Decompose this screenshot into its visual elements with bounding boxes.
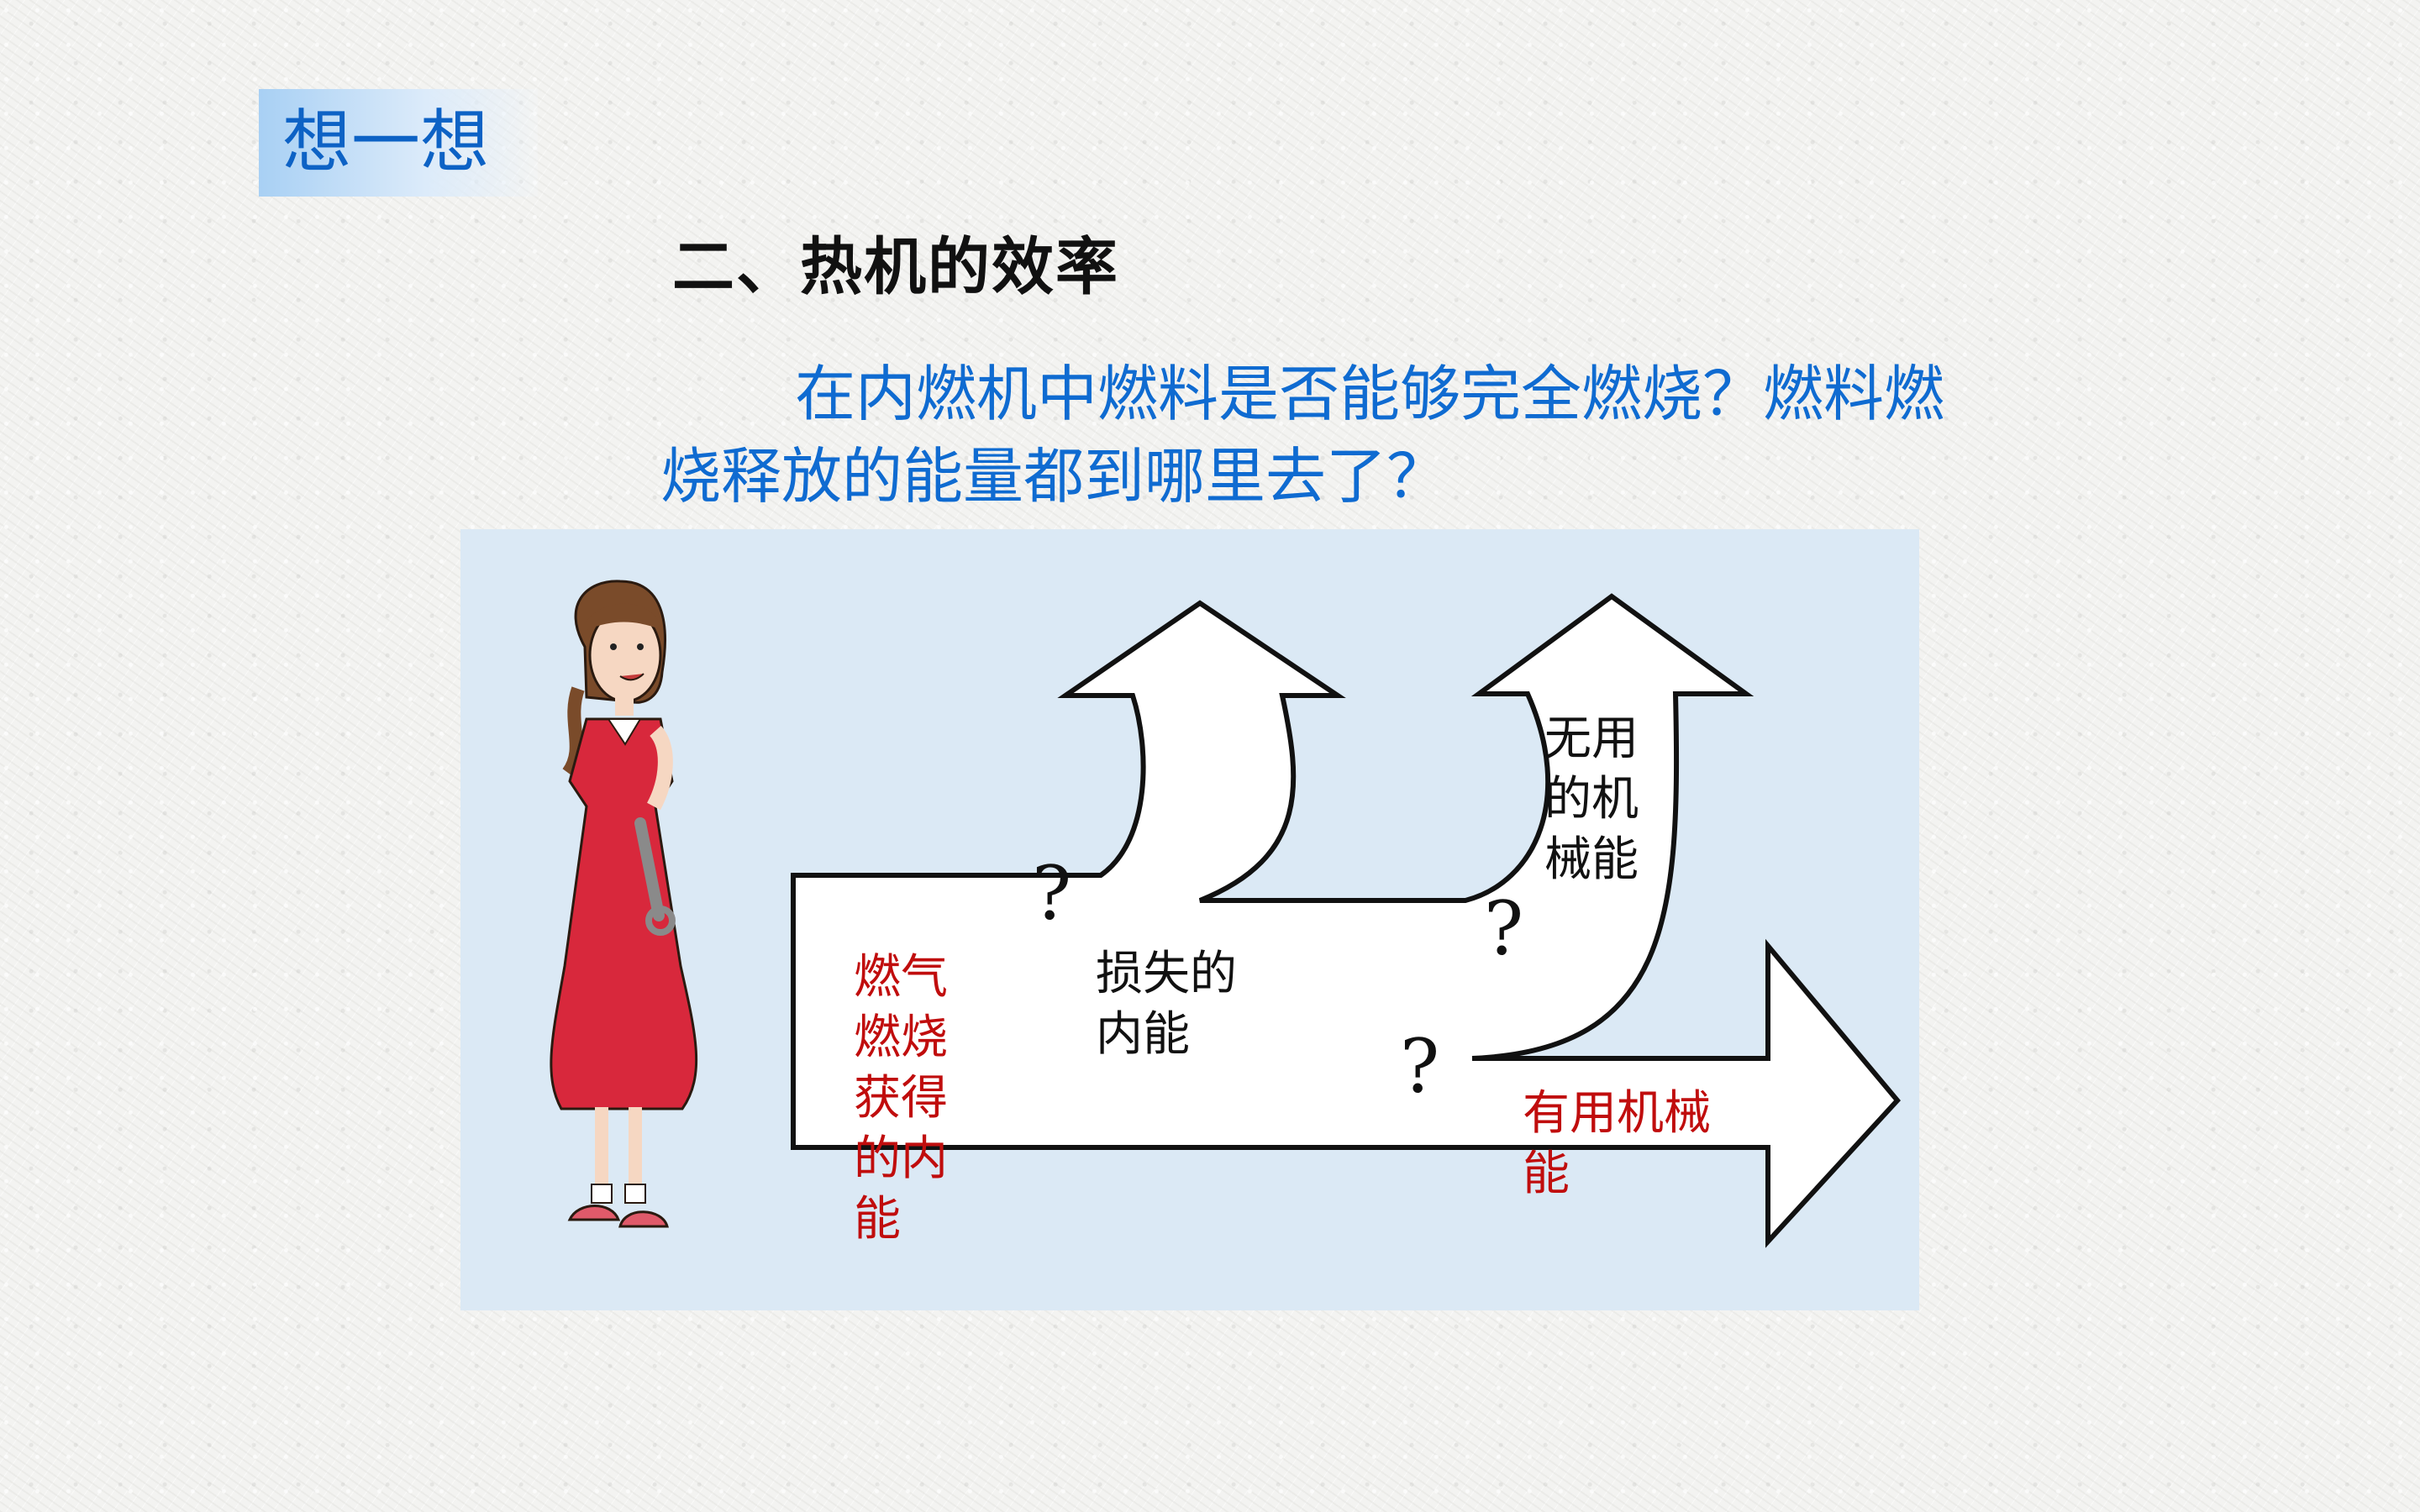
girl-illustration <box>550 580 698 1228</box>
question-mark-3: ? <box>1400 1023 1440 1110</box>
useless-energy-label: 无用 的机 械能 <box>1544 711 1639 887</box>
source-energy-label: 燃气 燃烧 获得 的内 能 <box>854 950 948 1247</box>
useful-energy-label: 有用机械 能 <box>1523 1086 1711 1201</box>
energy-arrow <box>791 593 1901 1248</box>
section-badge: 想一想 <box>259 89 538 197</box>
question-mark-1: ? <box>1032 850 1072 937</box>
question-mark-2: ? <box>1484 885 1524 972</box>
lost-energy-label: 损失的 内能 <box>1096 947 1237 1062</box>
page-title: 二、热机的效率 <box>672 231 1119 303</box>
energy-flow-diagram: ? ? ? 燃气 燃烧 获得 的内 能 损失的 内能 无用 的机 械能 有用机械… <box>460 529 1919 1310</box>
badge-label: 想一想 <box>282 102 490 182</box>
question-text: 在内燃机中燃料是否能够完全燃烧？燃料燃烧释放的能量都到哪里去了？ <box>660 359 1945 512</box>
arrow-graphic <box>550 580 1901 1248</box>
